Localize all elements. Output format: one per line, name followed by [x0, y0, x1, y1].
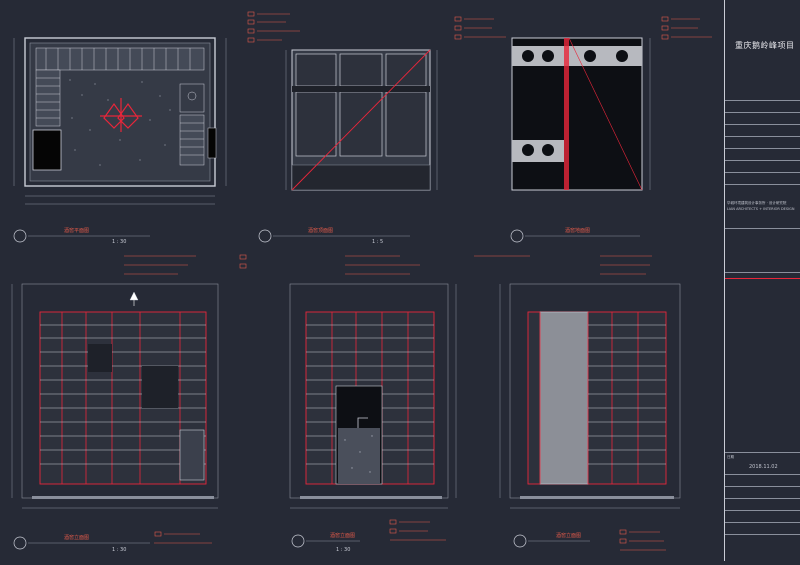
elevation-a [11, 283, 219, 509]
section-marker-icon [13, 536, 27, 550]
scale-label-1: 1 : 30 [112, 239, 126, 245]
tb-divider [725, 172, 800, 173]
annotation-tag-text [124, 13, 712, 551]
tb-divider [725, 228, 800, 229]
plan-stipple [69, 79, 171, 166]
tb-divider [725, 272, 800, 273]
company-line: 华城环境建筑设计事务所 · 设计研究院 [727, 201, 787, 205]
tb-divider [725, 184, 800, 185]
elevation-c-door [539, 311, 589, 485]
tb-divider [725, 498, 800, 499]
title-block: 重庆鹅岭峰项目 华城环境建筑设计事务所 · 设计研究院 LIAN ARCHITE… [724, 0, 800, 561]
tb-divider [725, 452, 800, 453]
plan-dimensions [13, 38, 227, 205]
tb-divider [725, 522, 800, 523]
section-marker-icon [258, 229, 272, 243]
tb-divider [725, 160, 800, 161]
elevation-b [289, 283, 457, 509]
tb-divider [725, 474, 800, 475]
tb-divider [725, 148, 800, 149]
tb-divider [725, 486, 800, 487]
section-marker-icon [510, 229, 524, 243]
section-marker-icon [13, 229, 27, 243]
drawing-title-3: 酒窖地面图 [565, 227, 590, 234]
date-value: 2018.11.02 [749, 464, 778, 470]
annotation-tags [154, 11, 669, 544]
project-title: 重庆鹅岭峰项目 [735, 41, 795, 50]
scale-label-4: 1 : 30 [336, 547, 350, 553]
ceiling-plan [285, 49, 438, 191]
drawing-title-5: 酒窖立面图 [330, 532, 355, 539]
date-label: 日期 [727, 455, 734, 459]
tb-accent-line [725, 278, 800, 279]
drawing-title-2: 酒窖顶面图 [308, 227, 333, 234]
section-marker-icon [513, 534, 527, 548]
plan-dark-block [32, 129, 62, 171]
drawing-title-4: 酒窖立面图 [64, 534, 89, 541]
scale-label-2: 1 : 5 [372, 239, 383, 245]
section-markers [13, 229, 527, 550]
section-marker-icon [291, 534, 305, 548]
tb-divider [725, 510, 800, 511]
plan-shelf-top [35, 47, 205, 71]
tb-divider [725, 136, 800, 137]
tb-divider [725, 100, 800, 101]
floor-finish-plan [511, 37, 651, 191]
tb-divider [725, 112, 800, 113]
company-en: LIAN ARCHITECTS + INTERIOR DESIGN [727, 207, 795, 211]
plan-shelf-left [35, 69, 61, 127]
tb-divider [725, 124, 800, 125]
drawing-title-1: 酒窖平面图 [64, 227, 89, 234]
plan-shelf-right [179, 83, 205, 166]
ceiling-red-diagonal [291, 49, 431, 191]
north-arrow-icon [129, 291, 139, 306]
drawing-title-6: 酒窖立面图 [556, 532, 581, 539]
scale-label-3: 1 : 30 [112, 547, 126, 553]
elevation-c [499, 283, 681, 509]
floor-plan [13, 37, 227, 205]
plan-red-pattern [100, 98, 142, 132]
tb-divider [725, 534, 800, 535]
drawing-canvas: 酒窖平面图 酒窖顶面图 酒窖地面图 酒窖立面图 酒窖立面图 酒窖立面图 1 : … [11, 11, 712, 553]
